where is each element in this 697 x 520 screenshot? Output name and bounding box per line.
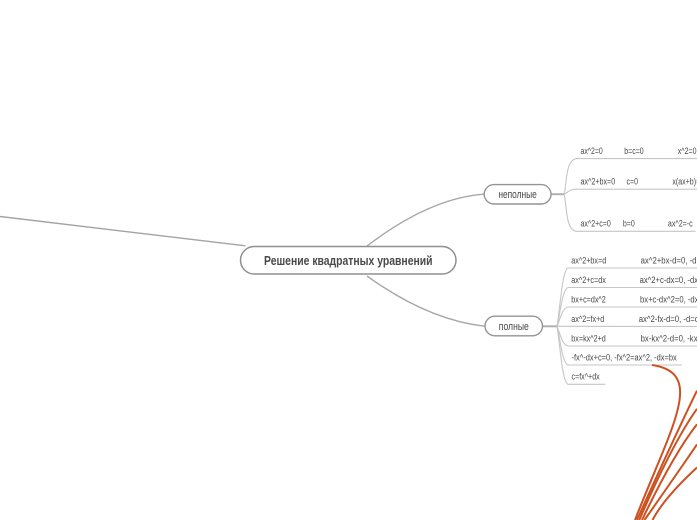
svg-text:ax^2-fx-d=0, -d=c: ax^2-fx-d=0, -d=c bbox=[639, 314, 697, 324]
svg-text:-fx^-dx+c=0, -fx^2=ax^2, -dx=: -fx^-dx+c=0, -fx^2=ax^2, -dx=bx bbox=[572, 352, 678, 362]
svg-text:ax^2=fx+d: ax^2=fx+d bbox=[571, 314, 604, 324]
svg-text:x^2=0: x^2=0 bbox=[678, 146, 697, 156]
svg-text:b=c=0: b=c=0 bbox=[624, 146, 643, 156]
svg-text:bx+c-dx^2=0, -dx: bx+c-dx^2=0, -dx bbox=[640, 294, 697, 304]
svg-text:ax^2+c=0: ax^2+c=0 bbox=[581, 219, 611, 229]
svg-text:ax^2+bx-d=0, -d: ax^2+bx-d=0, -d bbox=[641, 255, 697, 265]
svg-text:Решение квадратных уравнений: Решение квадратных уравнений bbox=[264, 253, 433, 268]
svg-text:ax^2=0: ax^2=0 bbox=[581, 146, 603, 156]
svg-text:bx+c=dx^2: bx+c=dx^2 bbox=[571, 294, 606, 304]
svg-text:ax^2+c=dx: ax^2+c=dx bbox=[571, 275, 606, 285]
svg-text:ax^2+c-dx=0, -dx: ax^2+c-dx=0, -dx bbox=[640, 275, 697, 285]
svg-text:ax^2+bx=d: ax^2+bx=d bbox=[571, 255, 606, 265]
svg-text:полные: полные bbox=[499, 321, 529, 333]
svg-text:ax^2=-c: ax^2=-c bbox=[668, 219, 693, 229]
svg-text:c=fx^+dx: c=fx^+dx bbox=[572, 372, 601, 382]
svg-text:x(ax+b)=0: x(ax+b)=0 bbox=[672, 177, 697, 187]
svg-text:b=0: b=0 bbox=[623, 219, 635, 229]
svg-text:bx=kx^2+d: bx=kx^2+d bbox=[571, 333, 606, 343]
svg-text:c=0: c=0 bbox=[627, 177, 639, 187]
svg-text:ax^2+bx=0: ax^2+bx=0 bbox=[581, 177, 616, 187]
svg-text:неполные: неполные bbox=[498, 189, 537, 201]
svg-text:bx-kx^2-d=0, -kx: bx-kx^2-d=0, -kx bbox=[641, 333, 697, 343]
